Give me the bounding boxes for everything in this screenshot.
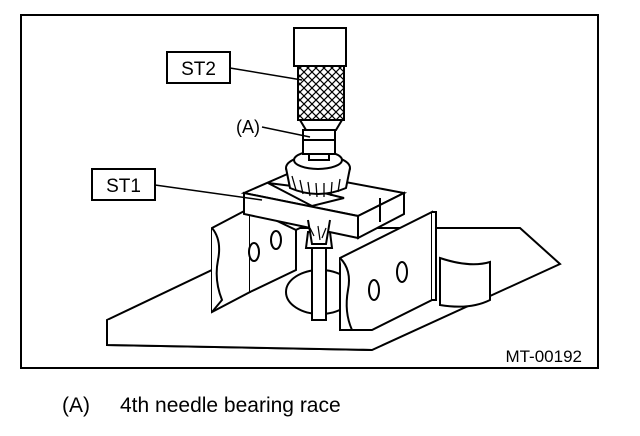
caption: (A) 4th needle bearing race: [62, 394, 341, 418]
base-plate: [106, 227, 562, 352]
needle-bearing-race: [302, 129, 336, 161]
st1-leader-line: [154, 184, 263, 201]
gear-assembly: [285, 150, 351, 245]
figure-frame: [20, 14, 599, 369]
st1-label: ST1: [106, 176, 141, 197]
st2-label: ST2: [181, 59, 216, 80]
st2-callout: ST2: [166, 51, 231, 84]
a-label: (A): [236, 117, 260, 137]
a-leader-line: [261, 126, 311, 138]
vise-right-jaw: [339, 210, 437, 331]
jaw-hole: [368, 279, 380, 301]
st2-leader-line: [229, 67, 303, 81]
jaw-hole: [270, 230, 282, 250]
caption-key: (A): [62, 394, 90, 417]
st1-callout: ST1: [91, 168, 156, 201]
jaw-hole: [248, 242, 260, 262]
jaw-hole: [396, 261, 408, 283]
figure-code: MT-00192: [505, 347, 582, 366]
st2-installer-tool: [293, 27, 347, 131]
caption-text: 4th needle bearing race: [120, 394, 341, 417]
vise-left-jaw: [211, 206, 297, 314]
